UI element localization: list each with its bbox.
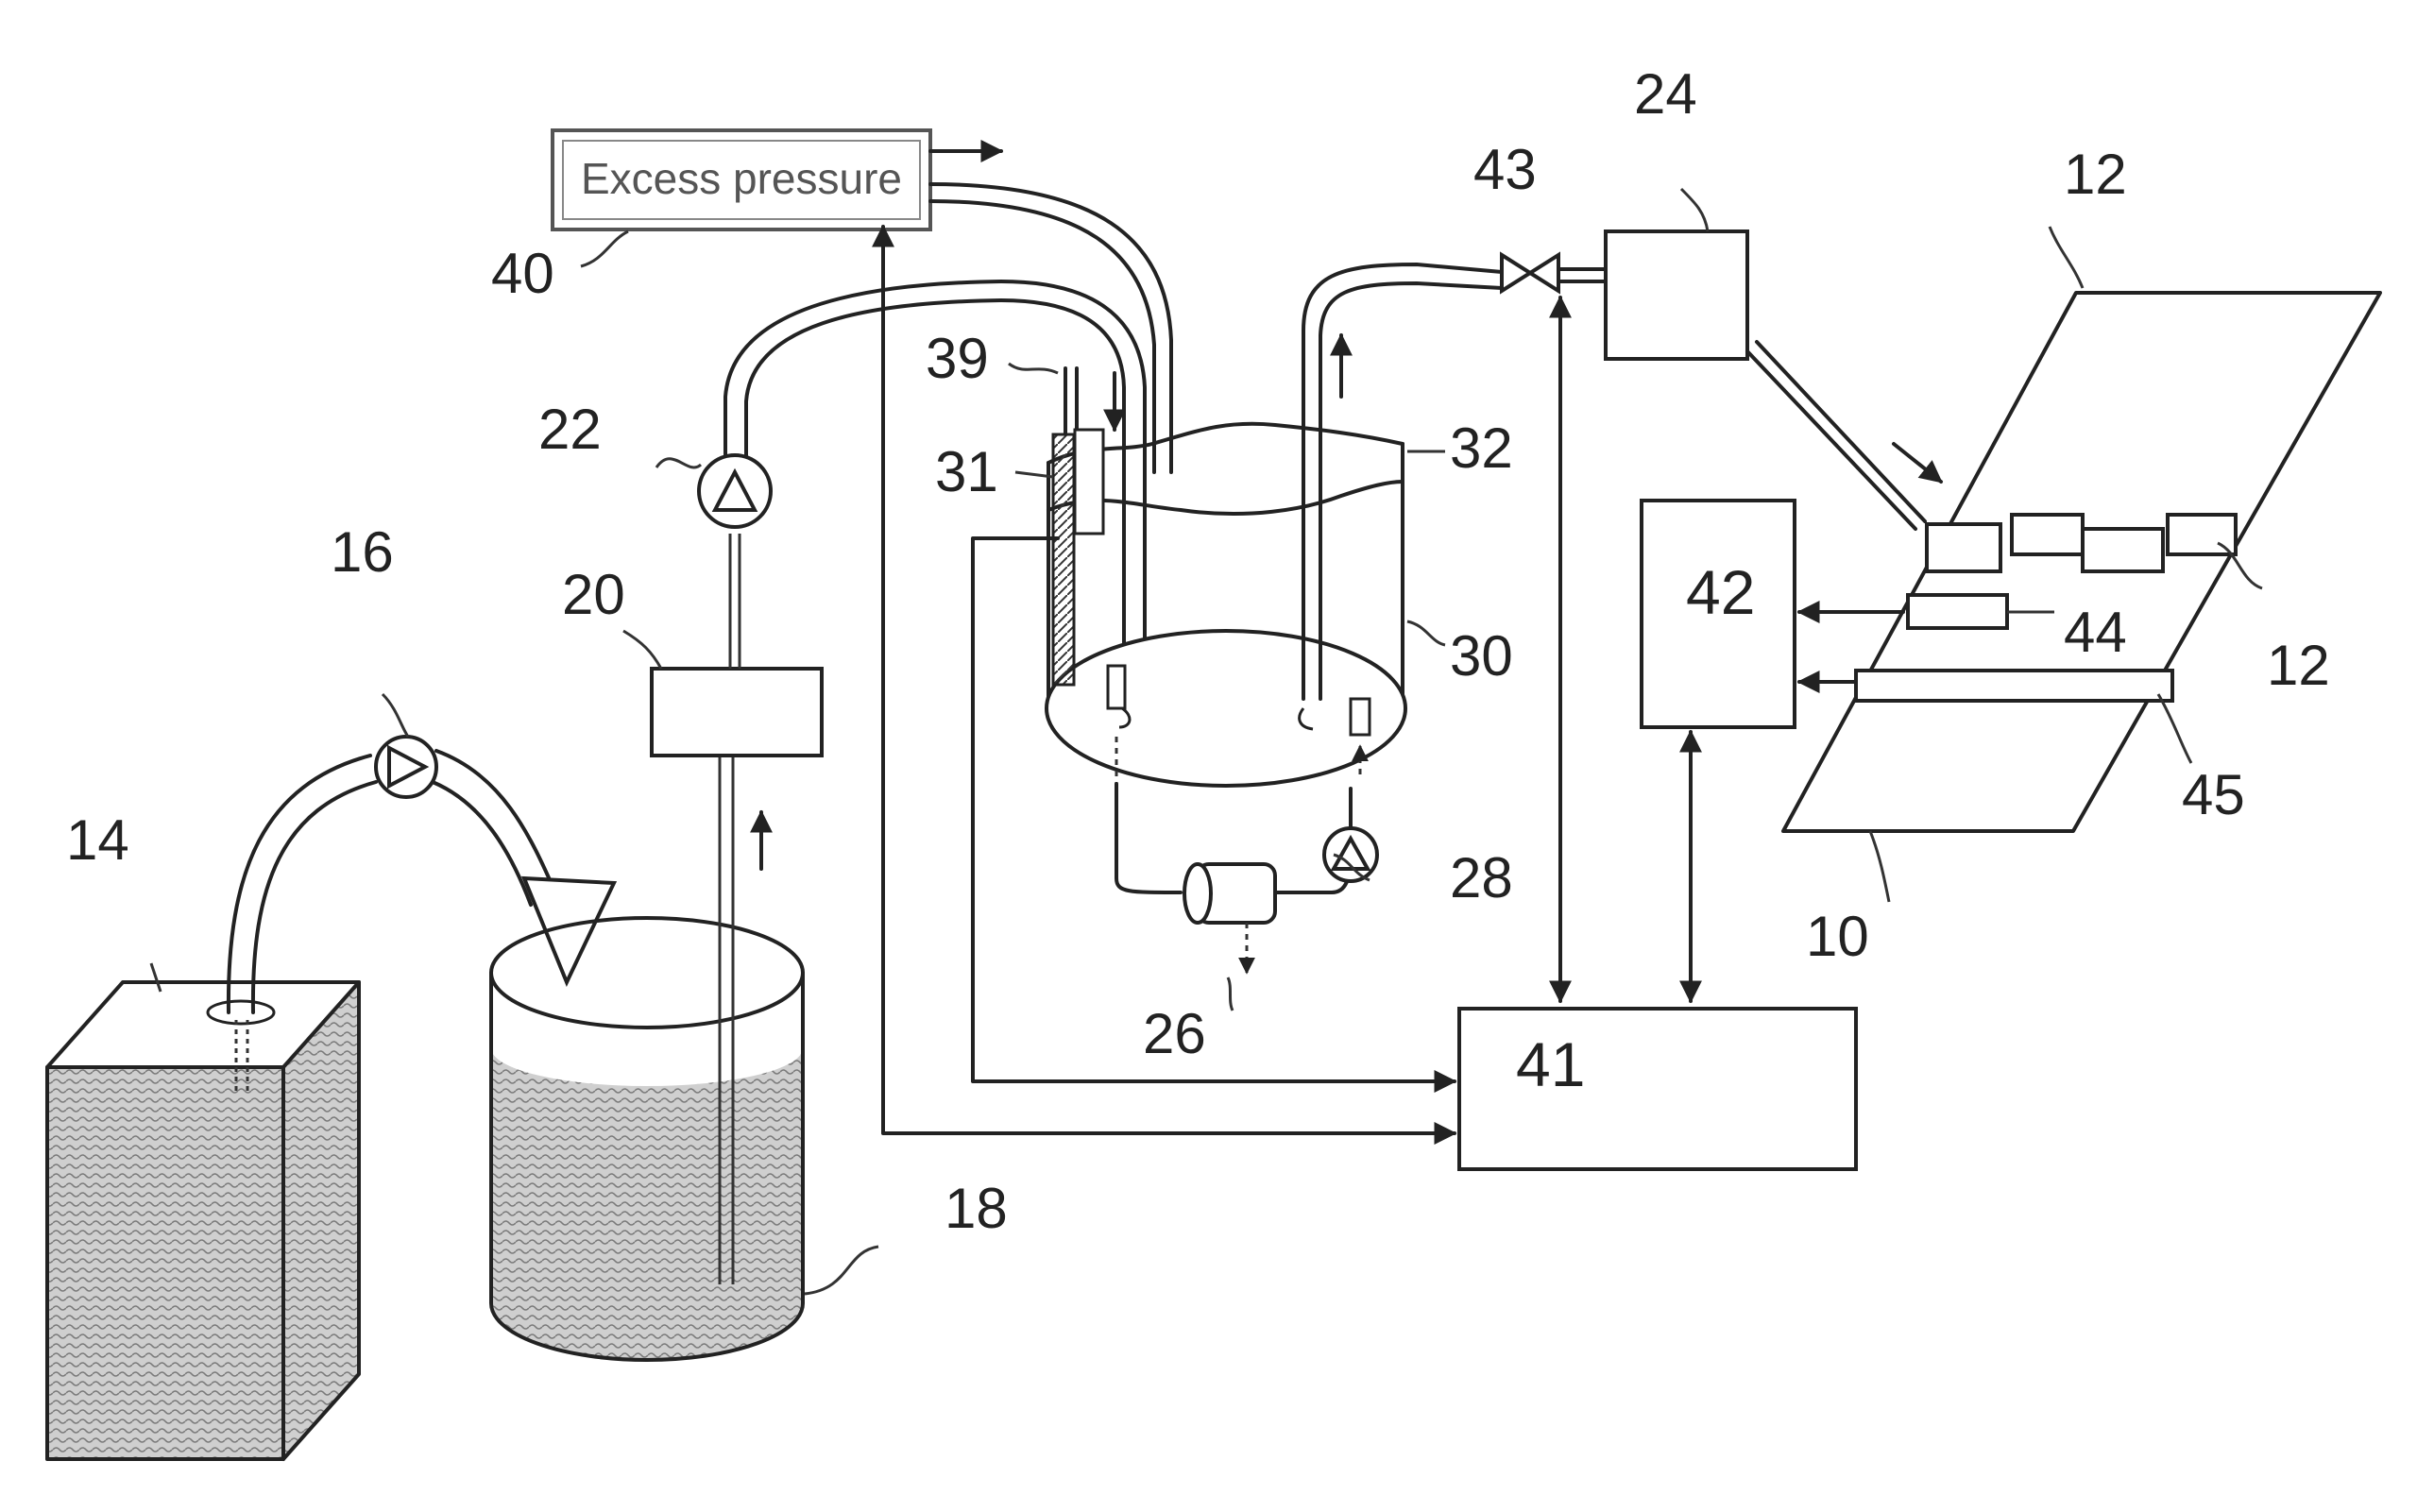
ref-44: 44: [2064, 601, 2127, 664]
ref-22: 22: [538, 398, 602, 461]
container-14: [47, 982, 359, 1459]
ref-32: 32: [1450, 416, 1513, 480]
ref-42: 42: [1686, 557, 1755, 627]
unit-20: [652, 669, 822, 756]
ref-45: 45: [2182, 763, 2245, 826]
ref-20: 20: [562, 563, 625, 626]
ref-14: 14: [66, 808, 129, 872]
ref-18: 18: [945, 1177, 1008, 1240]
valve-43: [1502, 255, 1606, 291]
pump-28: [1324, 828, 1377, 881]
ref-30: 30: [1450, 624, 1513, 688]
link-31-41: [973, 538, 1455, 1081]
circuit-board-10: [1783, 293, 2380, 831]
ref-39: 39: [926, 327, 989, 390]
hose-14-18: [229, 751, 614, 1096]
ref-24: 24: [1634, 62, 1697, 126]
excess-pressure-label: Excess pressure: [581, 154, 902, 203]
ref-31: 31: [935, 440, 998, 503]
ref-26: 26: [1143, 1002, 1206, 1065]
ref-16: 16: [331, 520, 394, 584]
unit-24: [1606, 231, 1747, 359]
ref-40: 40: [491, 242, 554, 305]
ref-12-top: 12: [2064, 143, 2127, 206]
filter-26: [1184, 864, 1275, 973]
ref-12-right: 12: [2267, 634, 2330, 697]
container-18: [491, 756, 803, 1360]
ref-28: 28: [1450, 846, 1513, 909]
ref-43: 43: [1473, 138, 1537, 201]
pump-16: [376, 737, 436, 797]
vessel-30: [1047, 368, 1405, 786]
ref-41: 41: [1516, 1029, 1585, 1099]
ref-10: 10: [1806, 905, 1869, 968]
pump-22: [699, 455, 771, 527]
